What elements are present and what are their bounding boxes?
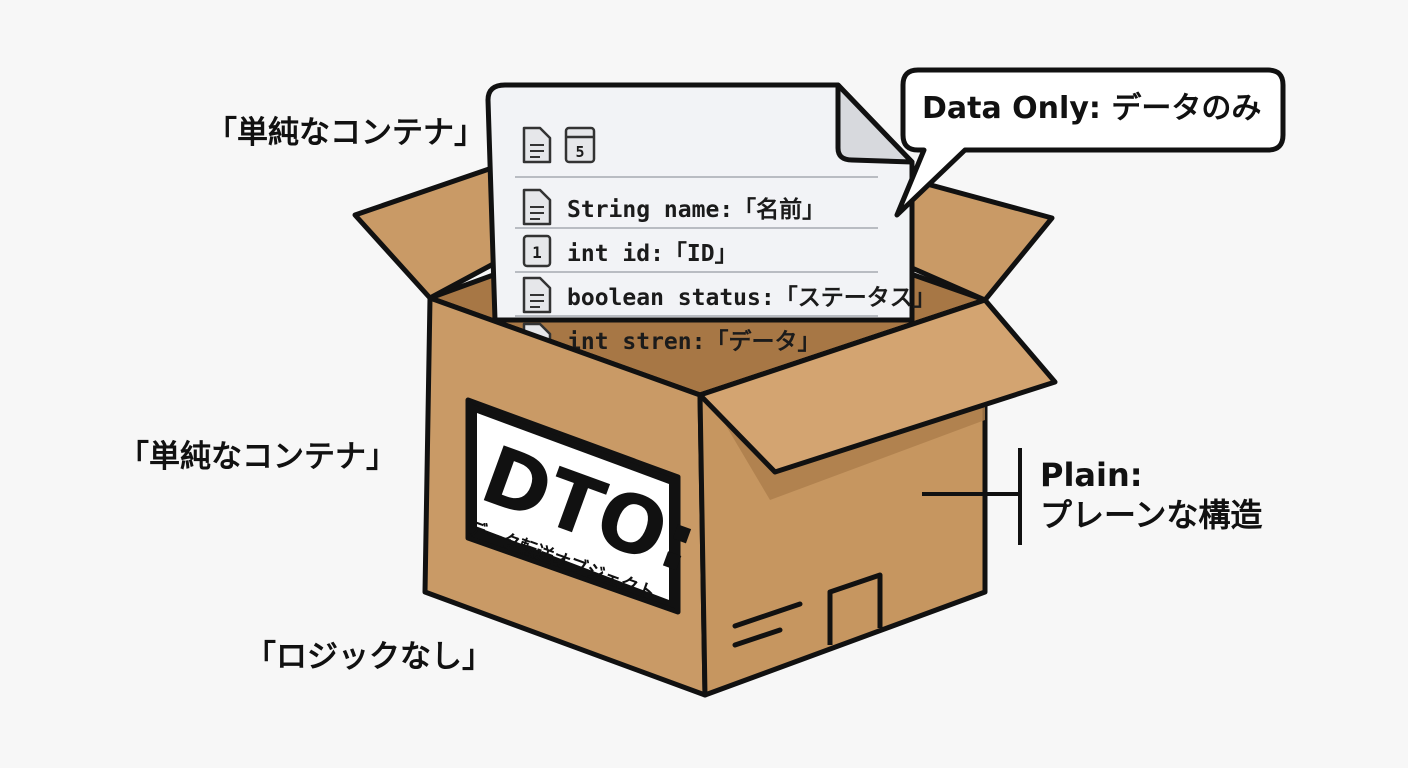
box-flap-front-right (697, 297, 1058, 475)
plain-label-line2: プレーンな構造 (1040, 496, 1263, 534)
label-simple-container-mid: 「単純なコンテナ」 (118, 439, 397, 475)
label-simple-container-top: 「単純なコンテナ」 (206, 115, 485, 151)
plain-label-line1: Plain: (1040, 456, 1143, 494)
field-row: String name:「名前」 (522, 188, 825, 226)
box-handle-line (732, 601, 803, 629)
box-door (827, 572, 883, 645)
field-row: boolean status:「ステータス」 (522, 276, 936, 314)
field-row: 1 int id:「ID」 (522, 234, 738, 268)
field-text: int stren:「データ」 (567, 328, 820, 355)
document-lines-icon (522, 126, 552, 164)
field-text: int id:「ID」 (567, 241, 738, 267)
plain-bracket (922, 448, 1022, 545)
calendar-icon-number: 5 (575, 143, 584, 161)
box-flap-back-left (352, 165, 500, 301)
number-one-icon: 1 (522, 234, 552, 268)
document-lines-icon (522, 188, 552, 226)
box-handle-line (732, 627, 783, 648)
label-no-logic: 「ロジックなし」 (245, 639, 493, 675)
field-text: boolean status:「ステータス」 (567, 285, 936, 311)
callout-data-only: Data Only: データのみ (922, 91, 1262, 126)
calendar-icon: 5 (564, 126, 596, 164)
document-sheet: 5 String name:「名前」 1 (485, 82, 936, 360)
field-text: String name:「名前」 (567, 196, 825, 223)
speech-bubble (894, 67, 1286, 218)
plain-label: Plain: プレーンな構造 (1040, 455, 1262, 535)
document-lines-icon (522, 276, 552, 314)
number-one-icon-text: 1 (532, 243, 542, 262)
